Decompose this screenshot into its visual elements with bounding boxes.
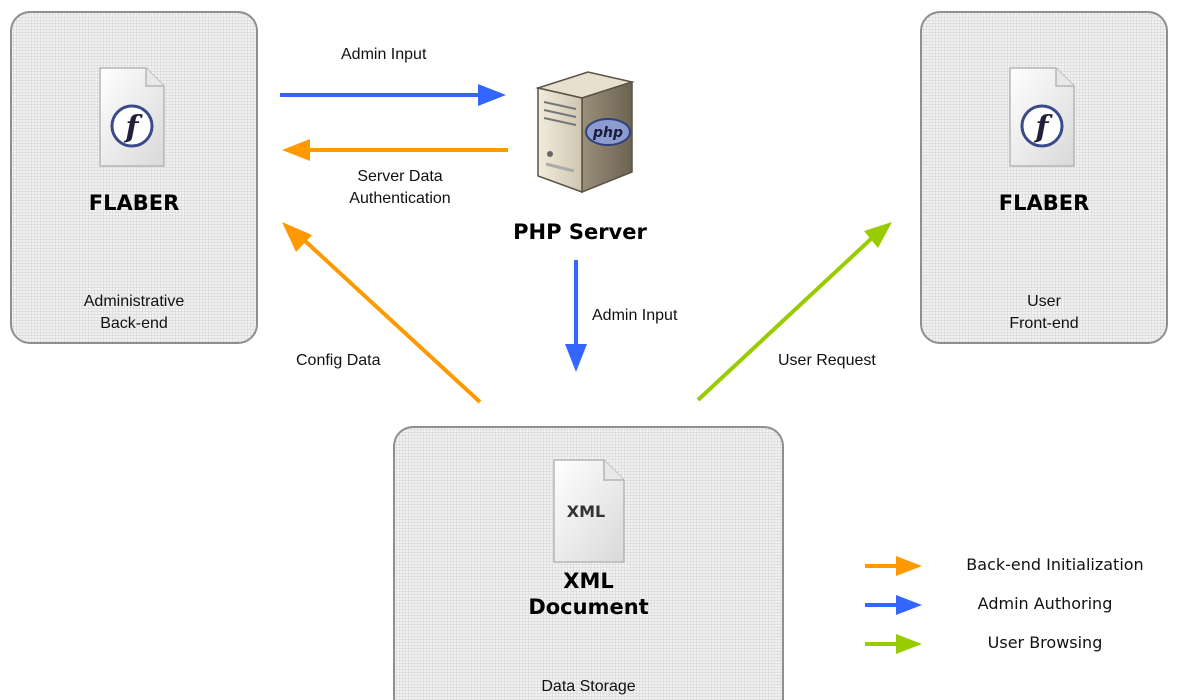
xml-file-icon: XML: [553, 459, 625, 563]
label-admin-input-top: Admin Input: [341, 46, 427, 63]
user-node-subtitle-1: User: [1027, 293, 1061, 310]
server-icon: php: [535, 71, 635, 194]
admin-node-subtitle-2: Back-end: [100, 315, 168, 332]
arrow-admin-to-server: [280, 84, 506, 106]
xml-node-title-2: Document: [528, 595, 649, 619]
user-node-title: FLABER: [998, 191, 1090, 215]
flash-file-icon: f: [1009, 67, 1075, 167]
label-config-data: Config Data: [296, 352, 381, 369]
legend-arrow-user-browsing: [865, 634, 922, 654]
php-server-title: PHP Server: [513, 220, 647, 244]
arrow-xml-to-admin: [282, 222, 482, 404]
legend-label-admin-authoring: Admin Authoring: [977, 594, 1113, 613]
legend-label-user-browsing: User Browsing: [987, 633, 1103, 652]
label-server-data-1: Server Data: [357, 168, 443, 185]
label-admin-input-down: Admin Input: [592, 307, 678, 324]
label-server-data: Server Data Authentication: [330, 166, 470, 210]
flash-file-icon: f: [99, 67, 165, 167]
arrow-xml-to-user: [696, 222, 892, 402]
svg-text:php: php: [592, 125, 623, 141]
admin-node-subtitle-1: Administrative: [83, 293, 185, 310]
xml-node-title: XML Document: [393, 568, 784, 620]
legend-arrow-admin-authoring: [865, 595, 922, 615]
label-user-request: User Request: [778, 352, 876, 369]
arrow-server-to-admin: [282, 139, 508, 161]
user-frontend-node: FLABER User Front-end: [920, 11, 1168, 344]
label-server-data-2: Authentication: [349, 190, 451, 207]
svg-text:XML: XML: [567, 502, 605, 521]
admin-backend-node: FLABER Administrative Back-end: [10, 11, 258, 344]
legend-label-backend-init: Back-end Initialization: [966, 555, 1144, 574]
xml-node-title-1: XML: [563, 569, 614, 593]
admin-node-title: FLABER: [88, 191, 180, 215]
xml-node-subtitle: Data Storage: [541, 678, 636, 695]
arrow-server-to-xml: [565, 260, 587, 372]
legend-arrow-backend-init: [865, 556, 922, 576]
user-node-subtitle-2: Front-end: [1009, 315, 1079, 332]
